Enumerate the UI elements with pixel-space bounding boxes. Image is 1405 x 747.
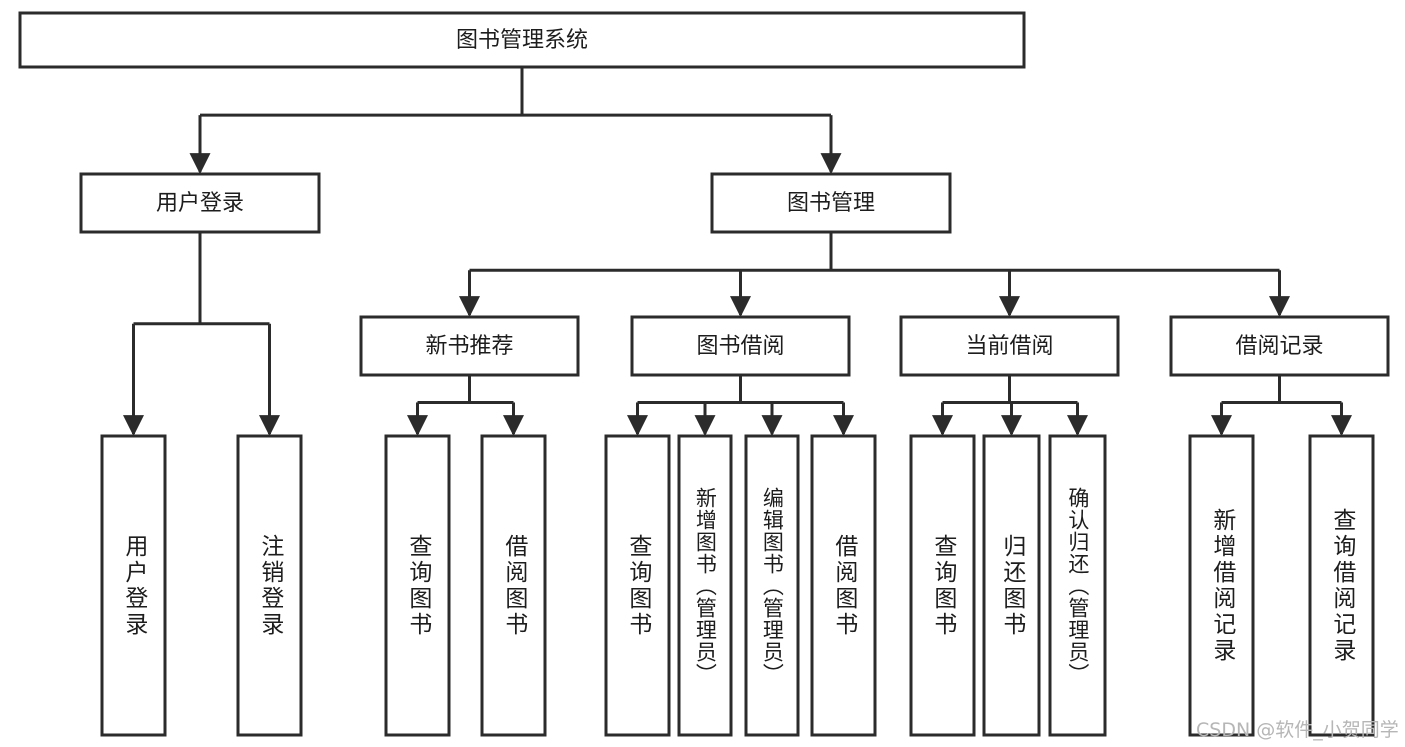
node-boxes bbox=[18, 11, 1390, 737]
node-box-leaf-borrow-book[interactable] bbox=[810, 434, 877, 737]
node-box-leaf-user-login[interactable] bbox=[100, 434, 167, 737]
node-label-current-borrow: 当前借阅 bbox=[965, 334, 1053, 359]
node-box-borrow-record[interactable] bbox=[1169, 315, 1390, 377]
node-box-current-borrow[interactable] bbox=[899, 315, 1120, 377]
node-label-borrow-record: 借阅记录 bbox=[1235, 334, 1323, 359]
node-label-root: 图书管理系统 bbox=[456, 28, 588, 53]
node-box-new-book-recommend[interactable] bbox=[359, 315, 580, 377]
node-label-book-borrow: 图书借阅 bbox=[696, 334, 784, 359]
node-box-user-login[interactable] bbox=[79, 172, 321, 234]
node-label-new-book-recommend: 新书推荐 bbox=[425, 334, 513, 359]
node-box-leaf-add-record[interactable] bbox=[1188, 434, 1255, 737]
node-box-leaf-confirm-return[interactable] bbox=[1048, 434, 1107, 737]
node-box-leaf-edit-book[interactable] bbox=[744, 434, 800, 737]
csdn-watermark: CSDN @软件_小贺同学 bbox=[1196, 719, 1399, 741]
node-box-leaf-query-book-new[interactable] bbox=[384, 434, 451, 737]
node-box-leaf-user-logout[interactable] bbox=[236, 434, 303, 737]
node-label-book-manage: 图书管理 bbox=[787, 191, 875, 216]
node-box-book-borrow[interactable] bbox=[630, 315, 851, 377]
node-label-user-login: 用户登录 bbox=[156, 191, 244, 216]
node-box-leaf-borrow-book-new[interactable] bbox=[480, 434, 547, 737]
node-box-leaf-query-book[interactable] bbox=[604, 434, 671, 737]
node-box-root[interactable] bbox=[18, 11, 1026, 69]
node-box-leaf-return-book[interactable] bbox=[982, 434, 1041, 737]
node-box-leaf-query-record[interactable] bbox=[1308, 434, 1375, 737]
connector-lines bbox=[123, 67, 1352, 437]
node-box-leaf-add-book[interactable] bbox=[677, 434, 733, 737]
node-box-book-manage[interactable] bbox=[710, 172, 952, 234]
node-box-leaf-query-book-cur[interactable] bbox=[909, 434, 976, 737]
